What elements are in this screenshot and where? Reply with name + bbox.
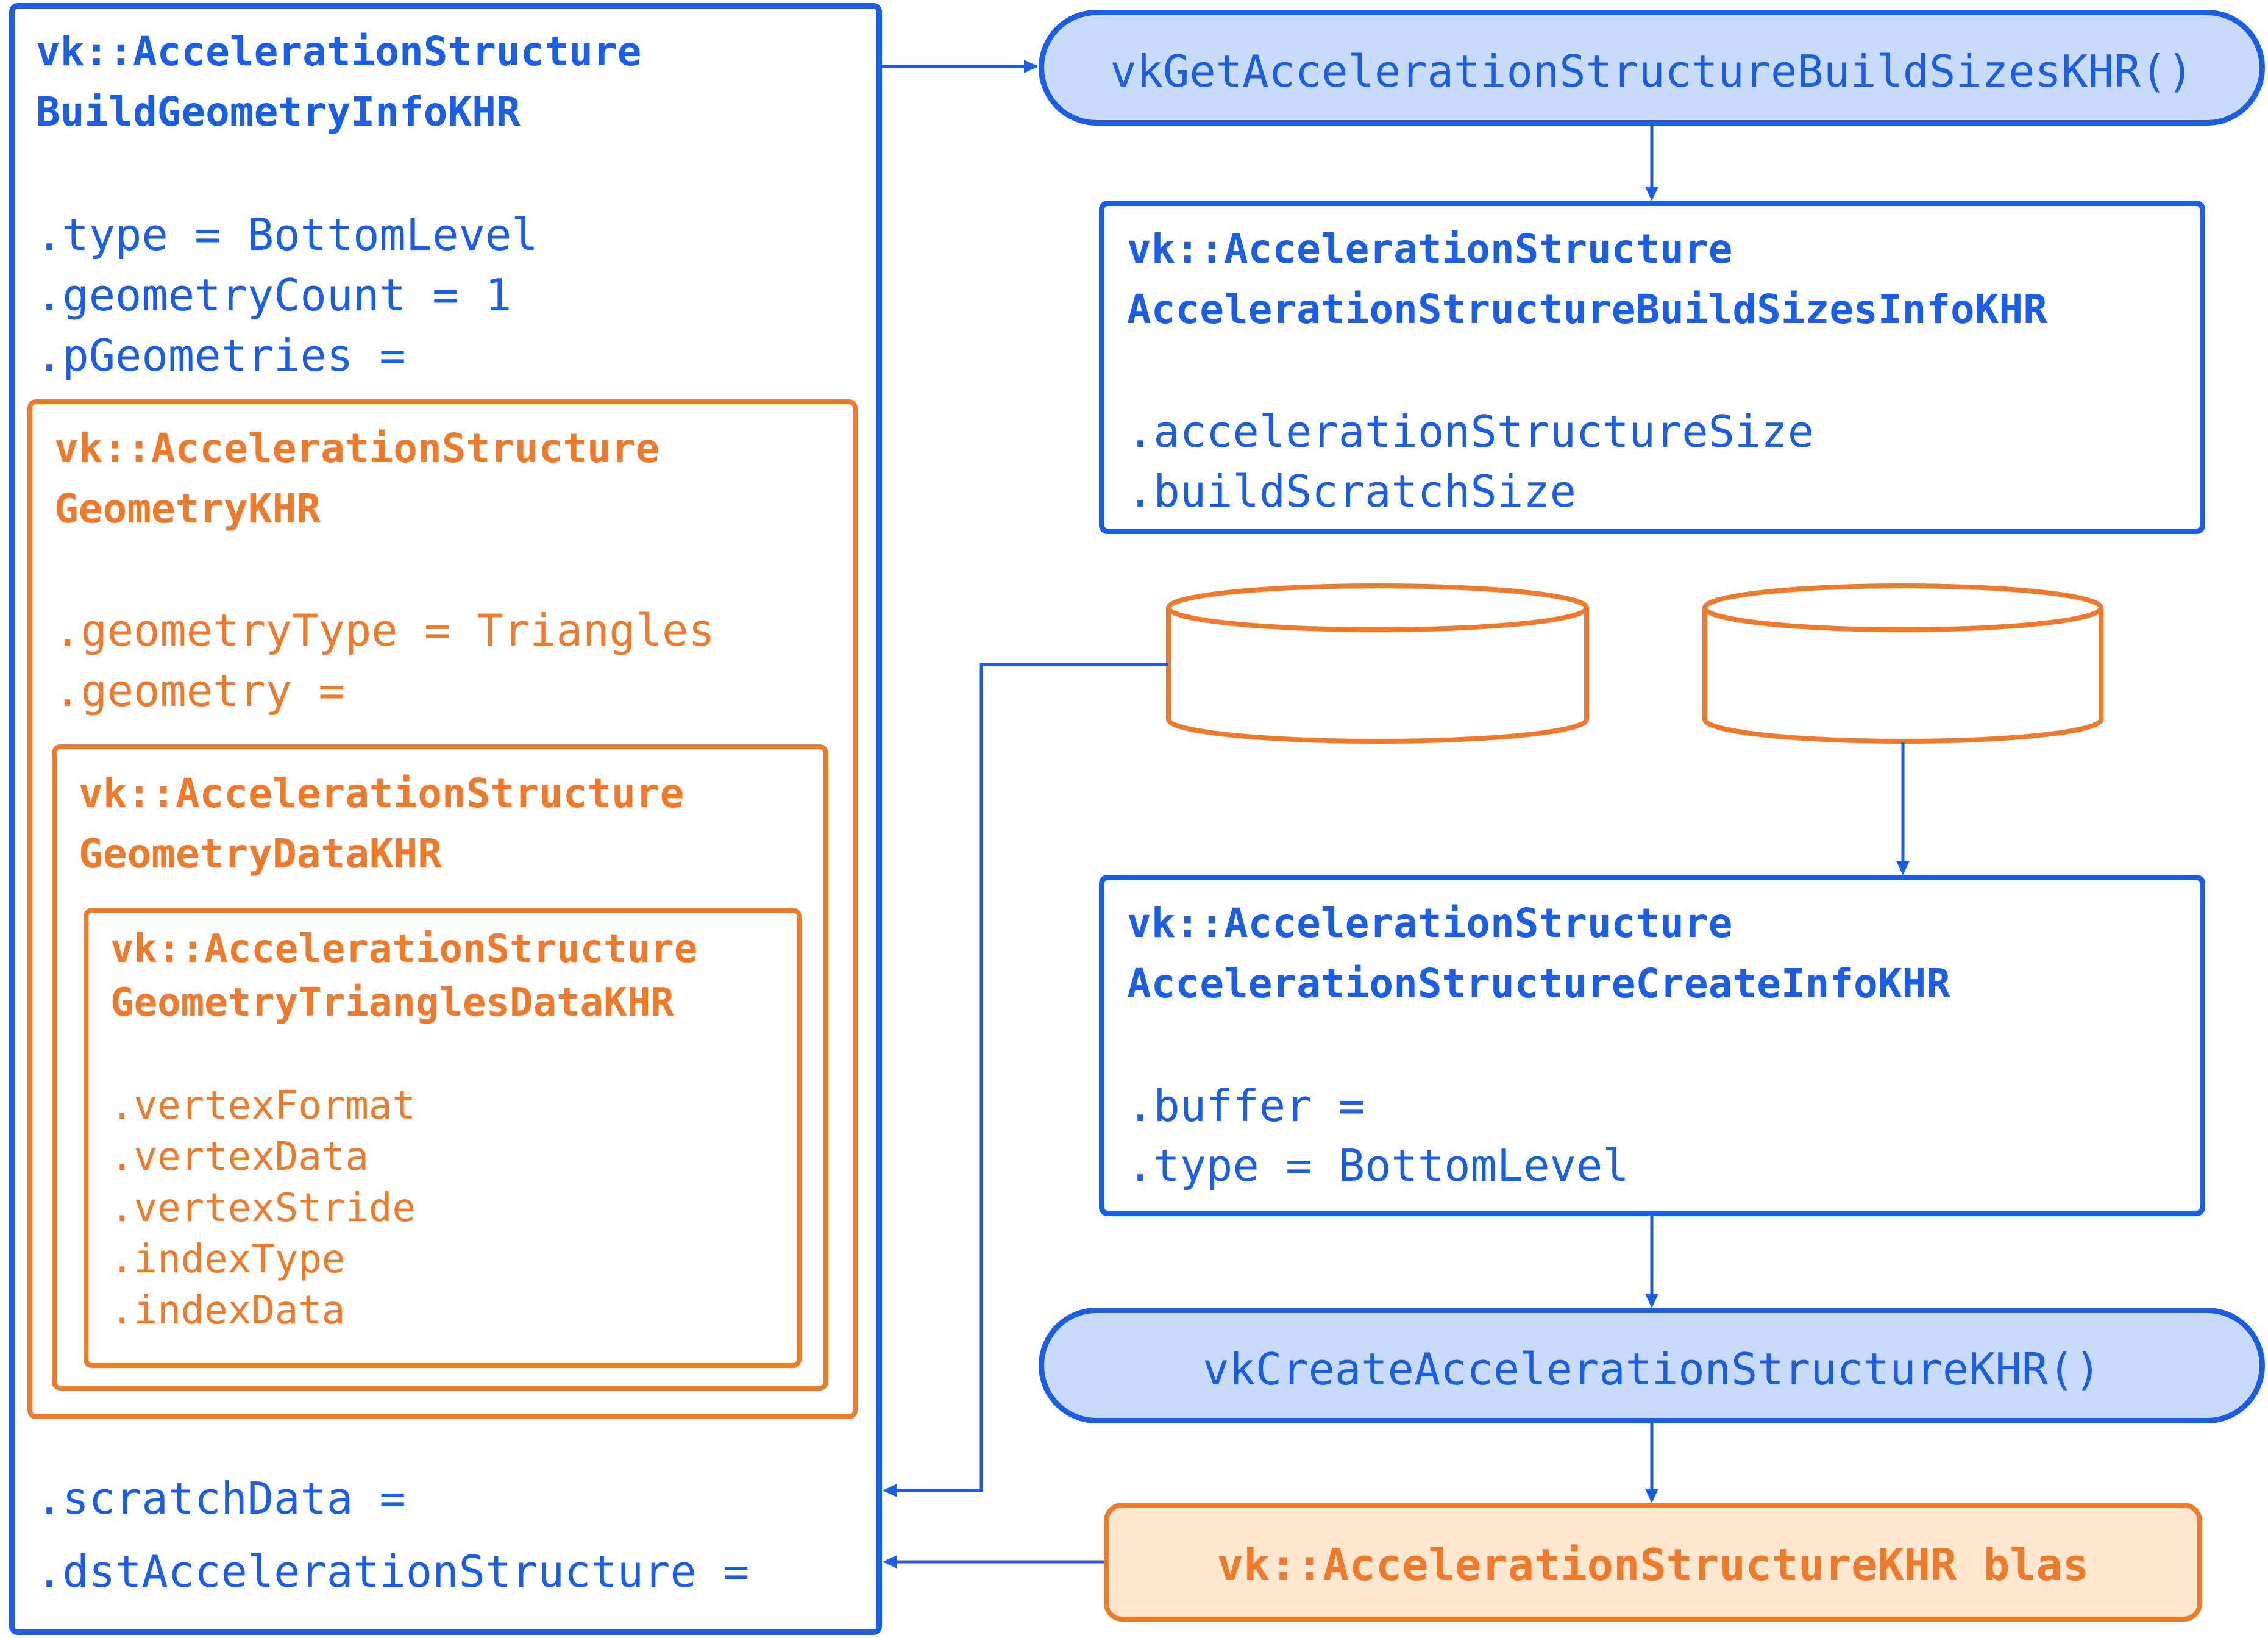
- geometry-data-title-line1: vk::AccelerationStructure: [79, 770, 684, 817]
- get-build-sizes-call-label: vkGetAccelerationStructureBuildSizesKHR(…: [1110, 46, 2194, 97]
- create-acceleration-structure-call-label: vkCreateAccelerationStructureKHR(): [1203, 1344, 2101, 1395]
- field-vertex-data: .vertexData: [110, 1134, 369, 1180]
- triangles-data-khr-box: vk::AccelerationStructure GeometryTriang…: [84, 908, 802, 1368]
- arrow-blas-to-dst-structure: [883, 1555, 897, 1569]
- blas-result-box: vk::AccelerationStructureKHR blas: [1104, 1503, 2202, 1622]
- arrow-blas-buffer-to-create-info: [1896, 861, 1910, 875]
- field-scratch-data: .scratchData =: [36, 1473, 406, 1524]
- create-acceleration-structure-call-pill: vkCreateAccelerationStructureKHR(): [1039, 1308, 2265, 1423]
- field-buffer: .buffer =: [1127, 1080, 1365, 1131]
- field-index-data: .indexData: [110, 1288, 346, 1333]
- blas-buffer-label: blasBuffer: [1771, 650, 2035, 702]
- field-p-geometries: .pGeometries =: [36, 330, 406, 381]
- blas-result-label: vk::AccelerationStructureKHR blas: [1217, 1539, 2089, 1590]
- geometry-khr-title-line1: vk::AccelerationStructure: [54, 425, 660, 472]
- field-vertex-stride: .vertexStride: [110, 1186, 416, 1231]
- triangles-data-title-line2: GeometryTrianglesDataKHR: [110, 980, 674, 1025]
- field-build-scratch-size: .buildScratchSize: [1127, 466, 1576, 517]
- create-info-title-line1: vk::AccelerationStructure: [1127, 900, 1733, 947]
- scratch-buffer-label: scratchBuffer: [1206, 650, 1549, 702]
- build-geometry-info-title-line1: vk::AccelerationStructure: [36, 28, 642, 75]
- create-info-box: vk::AccelerationStructure AccelerationSt…: [1099, 875, 2205, 1216]
- field-index-type: .indexType: [110, 1237, 346, 1282]
- arrow-create-call-to-blas: [1645, 1489, 1658, 1503]
- triangles-data-title-line1: vk::AccelerationStructure: [110, 927, 698, 972]
- geometry-khr-title-line2: GeometryKHR: [54, 485, 321, 532]
- create-info-title-line2: AccelerationStructureCreateInfoKHR: [1127, 960, 1951, 1007]
- geometry-data-title-line2: GeometryDataKHR: [79, 830, 443, 877]
- build-sizes-info-title-line1: vk::AccelerationStructure: [1127, 226, 1733, 272]
- field-geometry: .geometry =: [54, 665, 345, 716]
- arrow-create-info-to-create-call: [1645, 1294, 1658, 1308]
- field-acceleration-structure-size: .accelerationStructureSize: [1127, 406, 1815, 457]
- arrow-get-sizes-to-sizes-info: [1645, 187, 1658, 201]
- field-dst-acceleration-structure: .dstAccelerationStructure =: [36, 1546, 750, 1597]
- field-create-type: .type = BottomLevel: [1127, 1140, 1629, 1191]
- field-vertex-format: .vertexFormat: [110, 1083, 416, 1128]
- field-type: .type = BottomLevel: [36, 209, 538, 260]
- field-geometry-type: .geometryType = Triangles: [54, 605, 715, 656]
- field-geometry-count: .geometryCount = 1: [36, 269, 512, 321]
- get-build-sizes-call-pill: vkGetAccelerationStructureBuildSizesKHR(…: [1039, 10, 2265, 126]
- build-geometry-info-title-line2: BuildGeometryInfoKHR: [36, 88, 521, 135]
- build-sizes-info-box: vk::AccelerationStructure AccelerationSt…: [1099, 201, 2205, 534]
- build-sizes-info-title-line2: AccelerationStructureBuildSizesInfoKHR: [1127, 286, 2047, 333]
